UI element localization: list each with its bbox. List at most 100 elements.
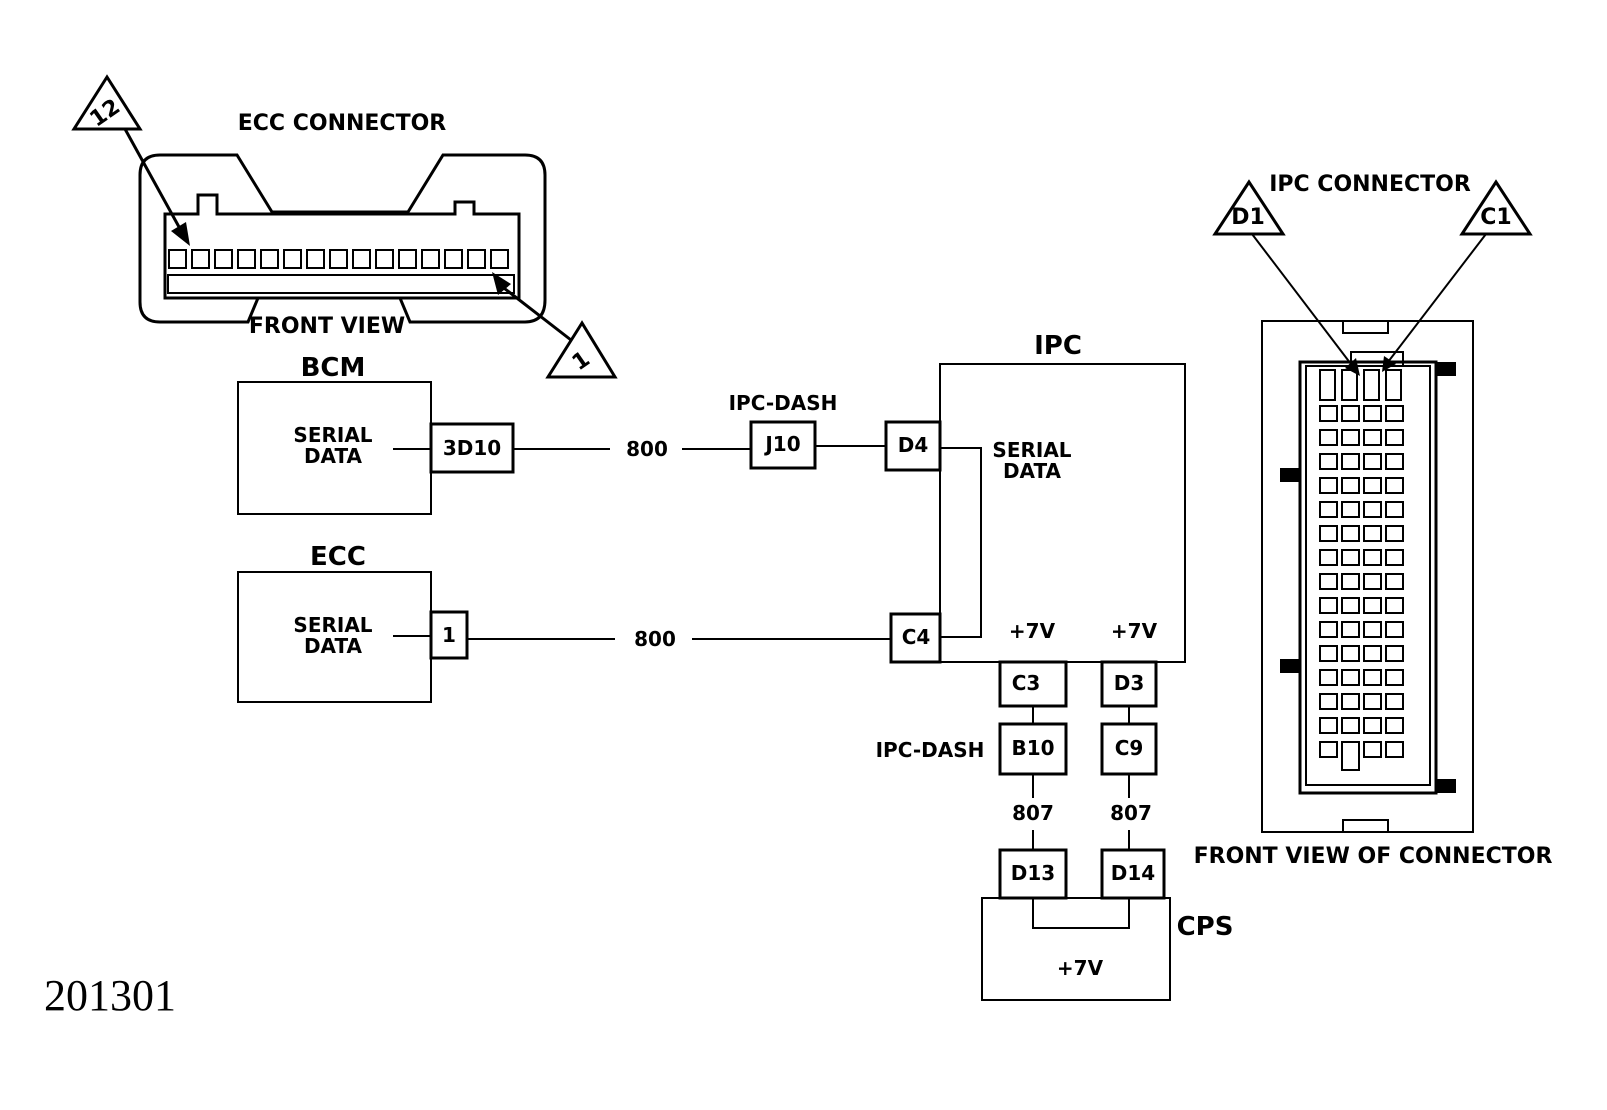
ipc-pin-c1-label: C1 [1480,205,1511,230]
ipc-dash-terminal-b10: B10 [1011,736,1054,760]
cps-voltage: +7V [1057,956,1104,980]
ipc-dash-bottom-connector: IPC-DASH B10 C9 [876,706,1158,776]
wire-807-left-label: 807 [1012,801,1054,825]
ipc-pin-cavity [1363,621,1382,638]
ipc-pin-cavity [1319,429,1338,446]
ecc-pin-cavity [260,249,279,269]
ipc-pin-cavity [1385,501,1404,518]
ipc-connector-key [1350,351,1404,367]
ecc-connector-key-bar [167,274,515,294]
ecc-pin-1-leader [499,283,572,342]
ecc-pin-cavity [421,249,440,269]
ipc-connector-tab [1280,468,1300,482]
ecc-connector-view: ECC CONNECTOR FRONT VIEW 12 1 [71,74,618,379]
ipc-voltage-left: +7V [1009,619,1056,643]
ipc-function-line2: DATA [1003,459,1062,483]
ipc-pin-cavity [1319,405,1338,422]
cps-module: D13 D14 +7V CPS [981,848,1234,1001]
cps-box [981,897,1171,1001]
arrowhead-icon [171,222,190,246]
ipc-pin-cavity [1385,477,1404,494]
ipc-pin-cavity [1341,741,1360,771]
ipc-pin-cavity [1385,645,1404,662]
ecc-terminal-1: 1 [442,623,456,647]
ipc-connector-housing [1261,320,1474,833]
ipc-pin-cavity [1341,717,1360,734]
ipc-pin-cavity [1319,717,1338,734]
ecc-terminal-box [429,610,469,660]
ipc-pin-cavity [1319,621,1338,638]
ipc-function-line1: SERIAL [992,438,1071,462]
ipc-pin-cavity [1319,693,1338,710]
pin-callout-triangle [545,320,618,379]
ipc-pin-cavity [1363,717,1382,734]
ipc-pin-cavity [1363,645,1382,662]
ecc-pin-cavity [191,249,210,269]
ecc-connector-housing [138,153,547,324]
ipc-pin-cavity [1385,693,1404,710]
ipc-pin-cavity [1363,597,1382,614]
ipc-pin-cavity [1319,525,1338,542]
bcm-module: BCM SERIAL DATA 3D10 [237,353,515,515]
ecc-pin-cavity [467,249,486,269]
ipc-terminal-c3: C3 [1012,671,1041,695]
bcm-function-line1: SERIAL [293,423,372,447]
ipc-pin-cavity [1341,669,1360,686]
cps-title: CPS [1177,912,1234,942]
ipc-pin-cavity [1363,369,1380,401]
ipc-pin-cavity [1319,453,1338,470]
ipc-pin-cavity [1363,405,1382,422]
ipc-pin-cavity [1385,525,1404,542]
ipc-pin-cavity [1319,369,1336,401]
ipc-pin-cavity [1341,621,1360,638]
ecc-pin-cavity [444,249,463,269]
ipc-pin-cavity [1341,369,1358,401]
d4-terminal-box [884,420,942,472]
ipc-title: IPC [1034,331,1082,361]
ipc-pin-cavity [1385,741,1404,758]
ipc-pin-c1-leader [1387,233,1487,363]
ipc-pin-cavity [1319,741,1338,758]
ipc-module: IPC SERIAL DATA D4 C4 +7V +7V C3 D3 [884,331,1186,708]
ipc-pin-cavity [1363,429,1382,446]
ipc-pin-cavity [1341,549,1360,566]
ipc-pin-grid [1319,369,1404,771]
ipc-pin-cavity [1341,501,1360,518]
ipc-pin-cavity [1341,477,1360,494]
ipc-pin-cavity [1363,453,1382,470]
ipc-dash-terminal-c9: C9 [1115,736,1144,760]
ecc-pin-cavity [237,249,256,269]
ipc-pin-cavity [1385,429,1404,446]
ipc-pin-cavity [1319,669,1338,686]
ipc-connector-tab [1436,362,1456,376]
ecc-connector-face [163,193,521,300]
ipc-pin-cavity [1385,369,1402,401]
bcm-terminal-3d10: 3D10 [443,436,501,460]
ipc-pin-cavity [1363,741,1382,758]
ipc-pin-cavity [1363,693,1382,710]
ipc-connector-tab [1436,779,1456,793]
ipc-box [939,363,1186,663]
ipc-pin-cavity [1341,525,1360,542]
ipc-pin-cavity [1385,549,1404,566]
ipc-connector-face [1298,360,1438,795]
ecc-pin-cavity [306,249,325,269]
ecc-pin-cavity [352,249,371,269]
ipc-connector-latch-bottom [1342,819,1389,833]
ipc-connector-title: IPC CONNECTOR [1269,172,1471,197]
ecc-pin-cavity [398,249,417,269]
bcm-function-line2: DATA [304,444,363,468]
ecc-pin-cavity [375,249,394,269]
ipc-pin-cavity [1319,549,1338,566]
pin-callout-triangle [1212,179,1286,236]
ipc-pin-cavity [1363,669,1382,686]
ecc-module: ECC SERIAL DATA 1 [237,542,469,703]
j10-terminal: J10 [763,432,800,456]
ipc-pin-cavity [1319,477,1338,494]
ipc-pin-cavity [1341,405,1360,422]
ipc-pin-cavity [1385,573,1404,590]
ecc-pin-cavity [168,249,187,269]
ipc-pin-cavity [1341,693,1360,710]
wire-800-ecc-label: 800 [634,627,676,651]
